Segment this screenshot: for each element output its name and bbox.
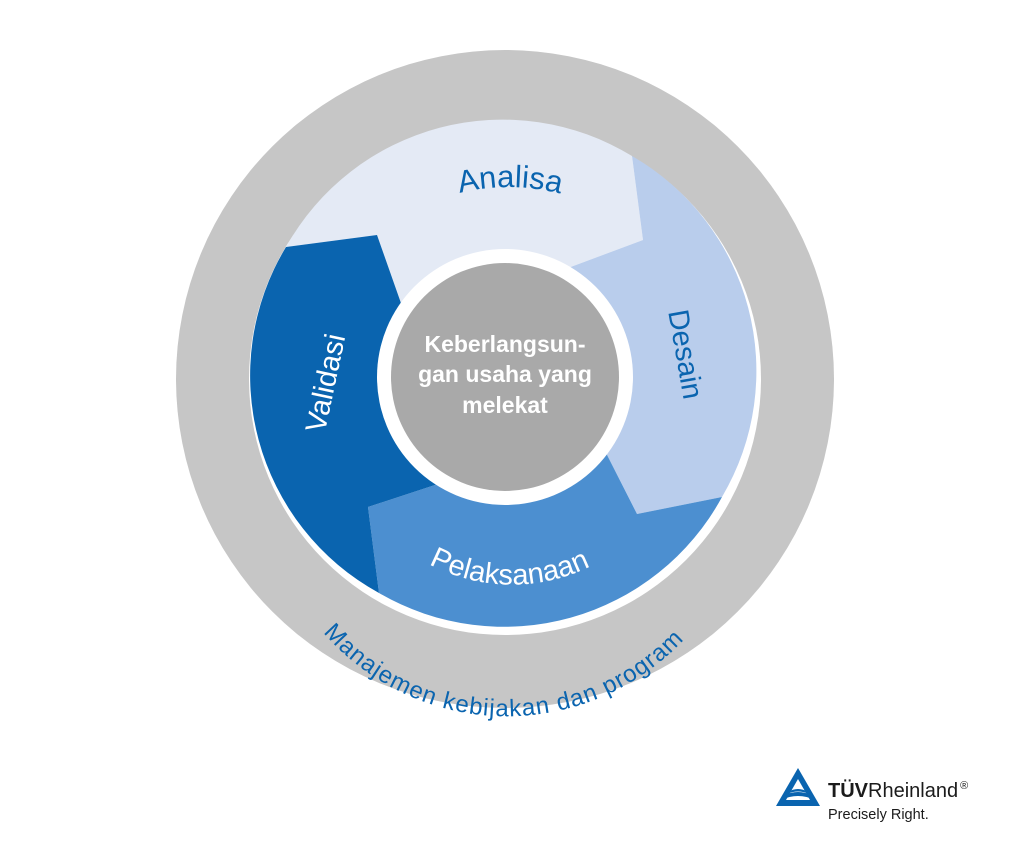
brand-name-rest: Rheinland: [868, 780, 959, 802]
center-text-line-1: Keberlangsun-: [424, 331, 585, 357]
center-text-line-2: gan usaha yang: [418, 361, 592, 387]
tuv-triangle-logo: [776, 768, 820, 806]
brand-tagline: Precisely Right.: [828, 807, 929, 823]
center-text-line-3: melekat: [462, 392, 548, 418]
center-circle: [391, 263, 619, 491]
brand-name: TÜVRheinland®: [828, 780, 968, 803]
brand-block: TÜVRheinland® Precisely Right.: [772, 764, 1012, 834]
registered-mark: ®: [960, 780, 969, 792]
brand-name-bold: TÜV: [828, 780, 868, 802]
